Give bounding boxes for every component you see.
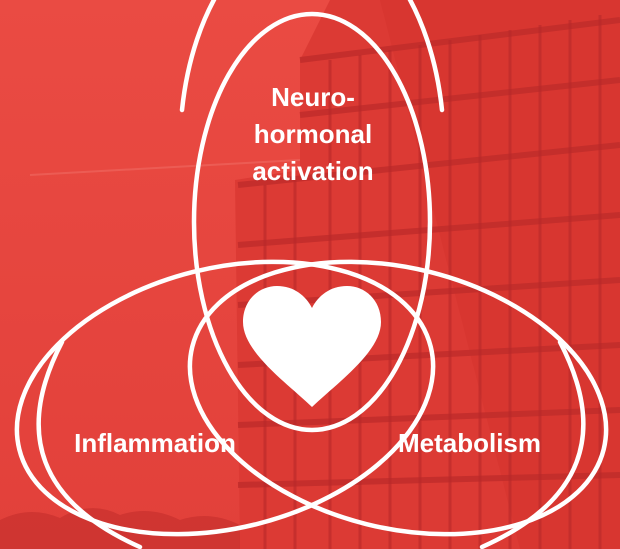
inflammation-outer-arc bbox=[36, 339, 143, 549]
metabolism-label: Metabolism bbox=[382, 425, 557, 462]
neuro-label-line-3: activation bbox=[252, 156, 374, 186]
neuro-outer-arc bbox=[179, 0, 445, 113]
heart-icon bbox=[243, 286, 381, 407]
metabolism-circle bbox=[187, 259, 609, 537]
metabolism-label-text: Metabolism bbox=[397, 428, 542, 458]
neuro-label-line-1: Neuro- bbox=[271, 82, 355, 112]
neuro-label-line-2: hormonal bbox=[253, 119, 373, 149]
inflammation-label: Inflammation bbox=[55, 425, 255, 462]
inflammation-circle bbox=[14, 259, 436, 537]
metabolism-outer-arc bbox=[479, 339, 586, 549]
neuro-circle bbox=[191, 11, 433, 433]
inflammation-label-text: Inflammation bbox=[74, 428, 236, 458]
neuro-label: Neuro- hormonal activation bbox=[218, 79, 408, 190]
